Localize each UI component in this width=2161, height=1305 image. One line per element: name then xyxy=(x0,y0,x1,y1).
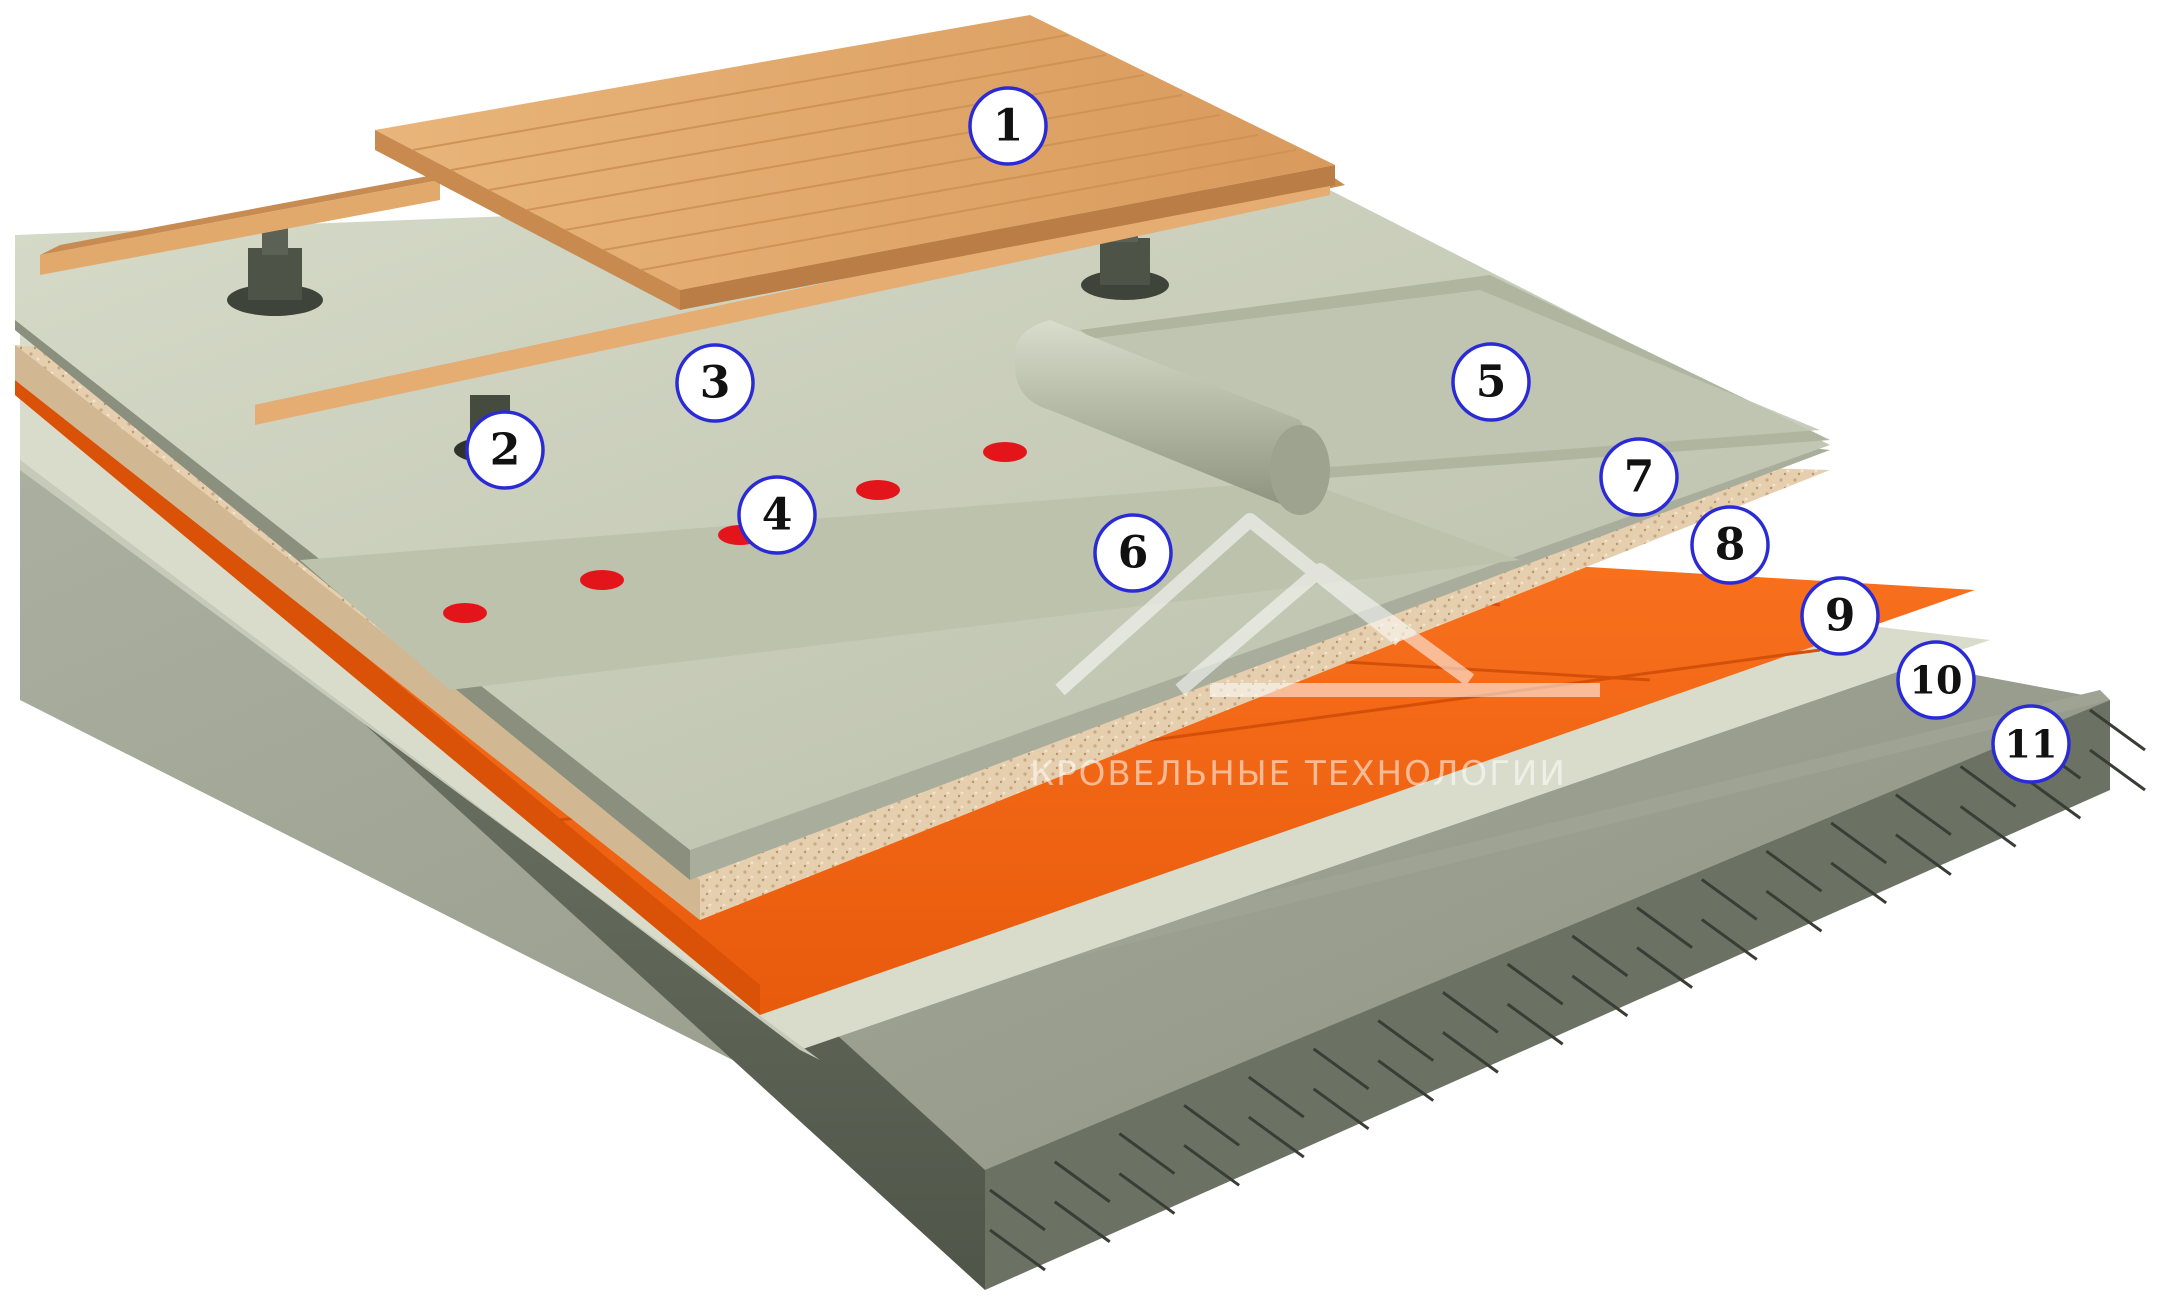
rebar-end xyxy=(1312,1047,1370,1091)
marker-10: 10 xyxy=(1896,640,1976,720)
rebar-end xyxy=(1636,906,1693,949)
svg-text:8: 8 xyxy=(1715,520,1746,571)
rebar-end xyxy=(2089,748,2146,792)
svg-text:2: 2 xyxy=(490,425,521,476)
rebar-end xyxy=(1053,1200,1111,1243)
svg-text:6: 6 xyxy=(1118,528,1149,579)
rebar-end xyxy=(1959,765,2017,808)
rebar-end xyxy=(1053,1160,1111,1203)
marker-7: 7 xyxy=(1599,437,1679,517)
rebar-end xyxy=(1377,1059,1435,1102)
rebar-end xyxy=(1765,849,1823,893)
drain-dot xyxy=(443,603,487,623)
rebar-end xyxy=(1830,821,1888,865)
rebar-end xyxy=(2024,777,2082,820)
svg-text:9: 9 xyxy=(1825,591,1856,642)
rebar-end xyxy=(1895,793,1952,836)
rebar-end xyxy=(1183,1104,1240,1147)
svg-text:5: 5 xyxy=(1476,357,1507,408)
rebar-end xyxy=(1895,833,1952,876)
rebar-end xyxy=(1247,1115,1305,1159)
rebar-end xyxy=(1118,1172,1176,1215)
drain-dot xyxy=(580,570,624,590)
rebar-end xyxy=(1442,991,1499,1034)
rebar-end xyxy=(1571,934,1629,978)
rebar-end xyxy=(1377,1019,1435,1062)
marker-1: 1 xyxy=(968,86,1048,166)
pedestal xyxy=(227,225,323,316)
marker-3: 3 xyxy=(675,343,755,423)
rebar-end xyxy=(1830,861,1888,905)
joists-layer-3 xyxy=(40,170,1345,425)
marker-6: 6 xyxy=(1093,513,1173,593)
rebar-end xyxy=(1247,1075,1305,1119)
marker-4: 4 xyxy=(737,475,817,555)
marker-11: 11 xyxy=(1991,704,2071,784)
rebar-end xyxy=(1506,962,1564,1006)
rebar-end xyxy=(1700,918,1758,961)
rebar-end xyxy=(1959,805,2017,848)
rebar-end xyxy=(1506,1002,1564,1046)
rebar-end xyxy=(1765,889,1823,933)
marker-9: 9 xyxy=(1800,576,1880,656)
watermark: КРОВЕЛЬНЫЕ ТЕХНОЛОГИИ xyxy=(1030,513,1600,794)
svg-text:1: 1 xyxy=(993,101,1024,152)
svg-text:4: 4 xyxy=(762,490,793,541)
drain-dot xyxy=(983,442,1027,462)
watermark-text: КРОВЕЛЬНЫЕ ТЕХНОЛОГИИ xyxy=(1030,754,1567,794)
drain-dot xyxy=(856,480,900,500)
rebar-end xyxy=(989,1228,1046,1272)
rebar-end xyxy=(1700,878,1758,921)
svg-text:10: 10 xyxy=(1910,658,1963,703)
rebar-end xyxy=(1571,974,1629,1018)
marker-2: 2 xyxy=(465,410,545,490)
rebar-end xyxy=(1442,1031,1499,1074)
rebar-end xyxy=(989,1188,1046,1232)
rebar-ends xyxy=(989,708,2146,1272)
svg-text:11: 11 xyxy=(2005,722,2058,767)
rebar-end xyxy=(1636,946,1693,989)
marker-8: 8 xyxy=(1690,505,1770,585)
svg-text:7: 7 xyxy=(1624,452,1655,503)
decking-layer-1 xyxy=(375,15,1335,310)
svg-text:3: 3 xyxy=(700,358,731,409)
rebar-end xyxy=(1312,1087,1370,1131)
rebar-end xyxy=(1118,1132,1176,1175)
rebar-end xyxy=(1183,1144,1240,1187)
marker-5: 5 xyxy=(1451,342,1531,422)
rebar-end xyxy=(2089,708,2146,752)
